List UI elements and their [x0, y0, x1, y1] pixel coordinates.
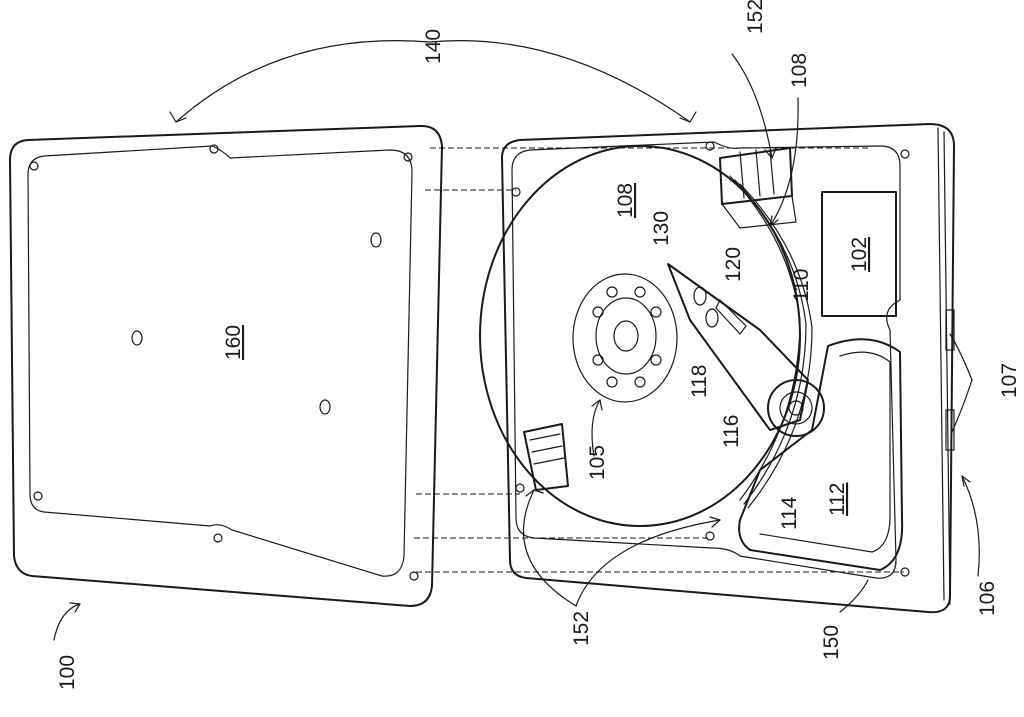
label-106: 106 [976, 581, 999, 616]
label-107: 107 [998, 363, 1021, 398]
label-118: 118 [688, 365, 711, 398]
label-160: 160 [222, 325, 245, 360]
pcb-component [821, 191, 897, 317]
label-110: 110 [790, 269, 813, 302]
label-150: 150 [820, 625, 843, 660]
label-112: 112 [826, 483, 849, 516]
label-120: 120 [722, 247, 745, 282]
label-152-top: 152 [744, 0, 767, 34]
disk-stack [479, 145, 813, 527]
voice-coil-magnet [738, 338, 904, 571]
label-105: 105 [586, 445, 609, 480]
label-100: 100 [56, 655, 79, 690]
label-116: 116 [720, 415, 743, 448]
label-102: 102 [848, 237, 871, 272]
cover-plate [9, 124, 443, 607]
reference-labels: 100 140 152 108 108 130 120 110 102 160 … [56, 0, 1021, 690]
label-108-disk: 108 [614, 183, 637, 218]
label-108-top: 108 [788, 53, 811, 88]
leaders [53, 40, 980, 641]
base-enclosure [501, 123, 955, 614]
label-140: 140 [422, 29, 445, 64]
actuator-assembly [667, 263, 825, 437]
label-130: 130 [650, 211, 673, 246]
ramp-latch [719, 147, 797, 229]
filter-bottom [523, 423, 569, 491]
alignment-lines [414, 147, 904, 573]
label-152-bottom: 152 [570, 611, 593, 646]
label-114: 114 [778, 496, 801, 530]
